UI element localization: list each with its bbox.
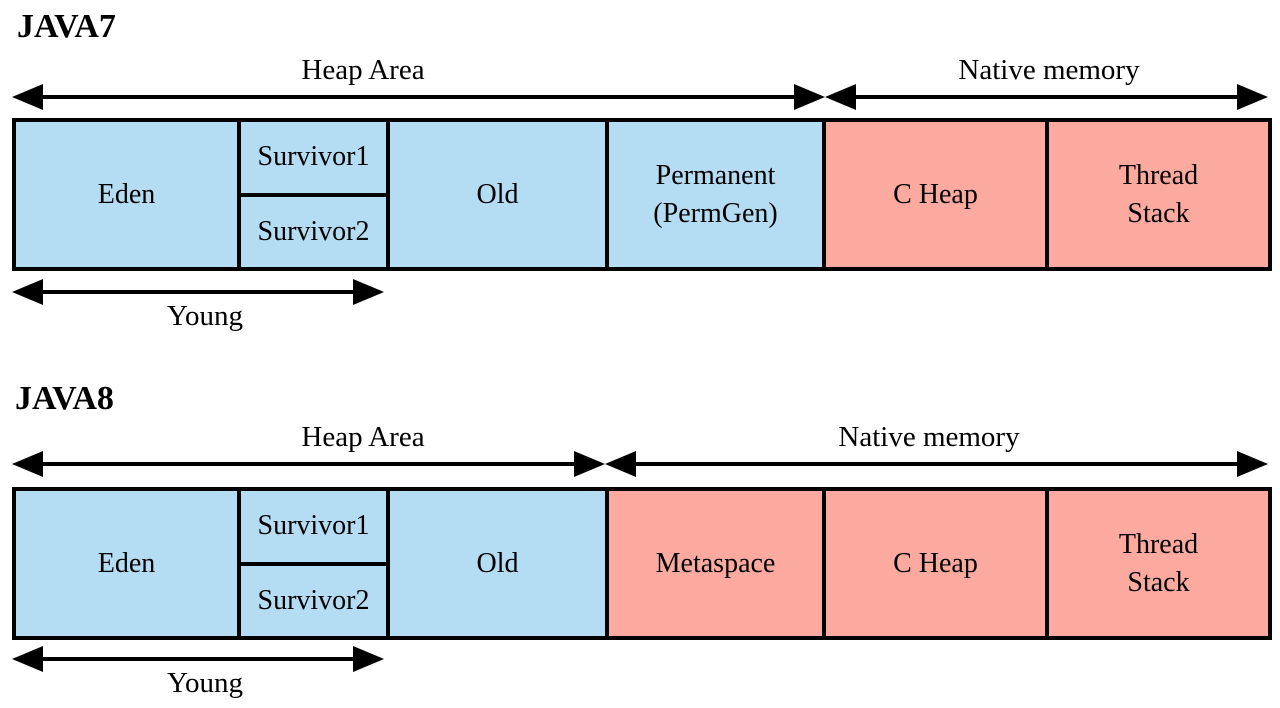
java8-metaspace-box: Metaspace [605,487,826,640]
java8-native-extent-arrow [605,451,1268,477]
java7-native-extent-arrow [825,84,1268,110]
java7-eden-box: Eden [12,118,241,271]
java7-c-heap-label: C Heap [893,178,978,210]
java7-native-memory-label: Native memory [958,54,1140,86]
java7-young-label: Young [166,300,244,332]
java7-survivor1-label: Survivor1 [257,141,370,173]
java8-thread-stack-label-line1: Thread [1118,528,1199,560]
java8-heap-area-label: Heap Area [301,421,425,453]
java8-native-memory-label: Native memory [838,421,1020,453]
java8-c-heap-label: C Heap [893,547,978,579]
java7-survivor1-cell: Survivor1 [241,122,386,197]
arrow-shaft [43,462,574,466]
java8-eden-box: Eden [12,487,241,640]
java8-thread-stack-label-line2: Stack [1127,566,1190,598]
java7-thread-stack-box: Thread Stack [1045,118,1272,271]
java8-survivor-box: Survivor1 Survivor2 [237,487,390,640]
java8-thread-stack-box: Thread Stack [1045,487,1272,640]
arrowhead-right-icon [1237,84,1268,110]
java7-heap-extent-arrow [12,84,825,110]
java8-eden-label: Eden [97,547,156,579]
arrow-shaft [43,657,353,661]
arrowhead-left-icon [825,84,856,110]
arrow-shaft [856,95,1237,99]
java7-survivor2-label: Survivor2 [257,215,370,247]
java7-permanent-box: Permanent (PermGen) [605,118,826,271]
java8-title: JAVA8 [15,380,114,417]
arrowhead-right-icon [353,279,384,305]
arrow-shaft [43,290,353,294]
java8-young-extent-arrow [12,646,384,672]
arrowhead-left-icon [12,451,43,477]
arrowhead-left-icon [12,279,43,305]
java8-survivor1-cell: Survivor1 [241,491,386,566]
java7-permanent-label-line1: Permanent [655,159,776,191]
java7-permanent-label-line2: (PermGen) [653,197,778,229]
java8-survivor2-label: Survivor2 [257,584,370,616]
java7-eden-label: Eden [97,178,156,210]
arrowhead-right-icon [1237,451,1268,477]
java7-old-label: Old [476,178,519,210]
arrowhead-left-icon [12,646,43,672]
java7-survivor2-cell: Survivor2 [241,197,386,268]
java7-thread-stack-label-line2: Stack [1127,197,1190,229]
arrow-shaft [43,95,794,99]
arrow-shaft [636,462,1237,466]
java8-survivor1-label: Survivor1 [257,510,370,542]
arrowhead-right-icon [574,451,605,477]
java7-c-heap-box: C Heap [822,118,1049,271]
java8-heap-extent-arrow [12,451,605,477]
arrowhead-left-icon [605,451,636,477]
java8-old-label: Old [476,547,519,579]
java8-survivor2-cell: Survivor2 [241,566,386,637]
java7-title: JAVA7 [17,8,116,45]
arrowhead-right-icon [794,84,825,110]
arrowhead-left-icon [12,84,43,110]
java7-thread-stack-label-line1: Thread [1118,159,1199,191]
arrowhead-right-icon [353,646,384,672]
java8-young-label: Young [166,667,244,699]
java8-metaspace-label: Metaspace [655,547,776,579]
java7-young-extent-arrow [12,279,384,305]
java8-old-box: Old [386,487,609,640]
java7-old-box: Old [386,118,609,271]
java8-c-heap-box: C Heap [822,487,1049,640]
java7-heap-area-label: Heap Area [301,54,425,86]
java7-survivor-box: Survivor1 Survivor2 [237,118,390,271]
